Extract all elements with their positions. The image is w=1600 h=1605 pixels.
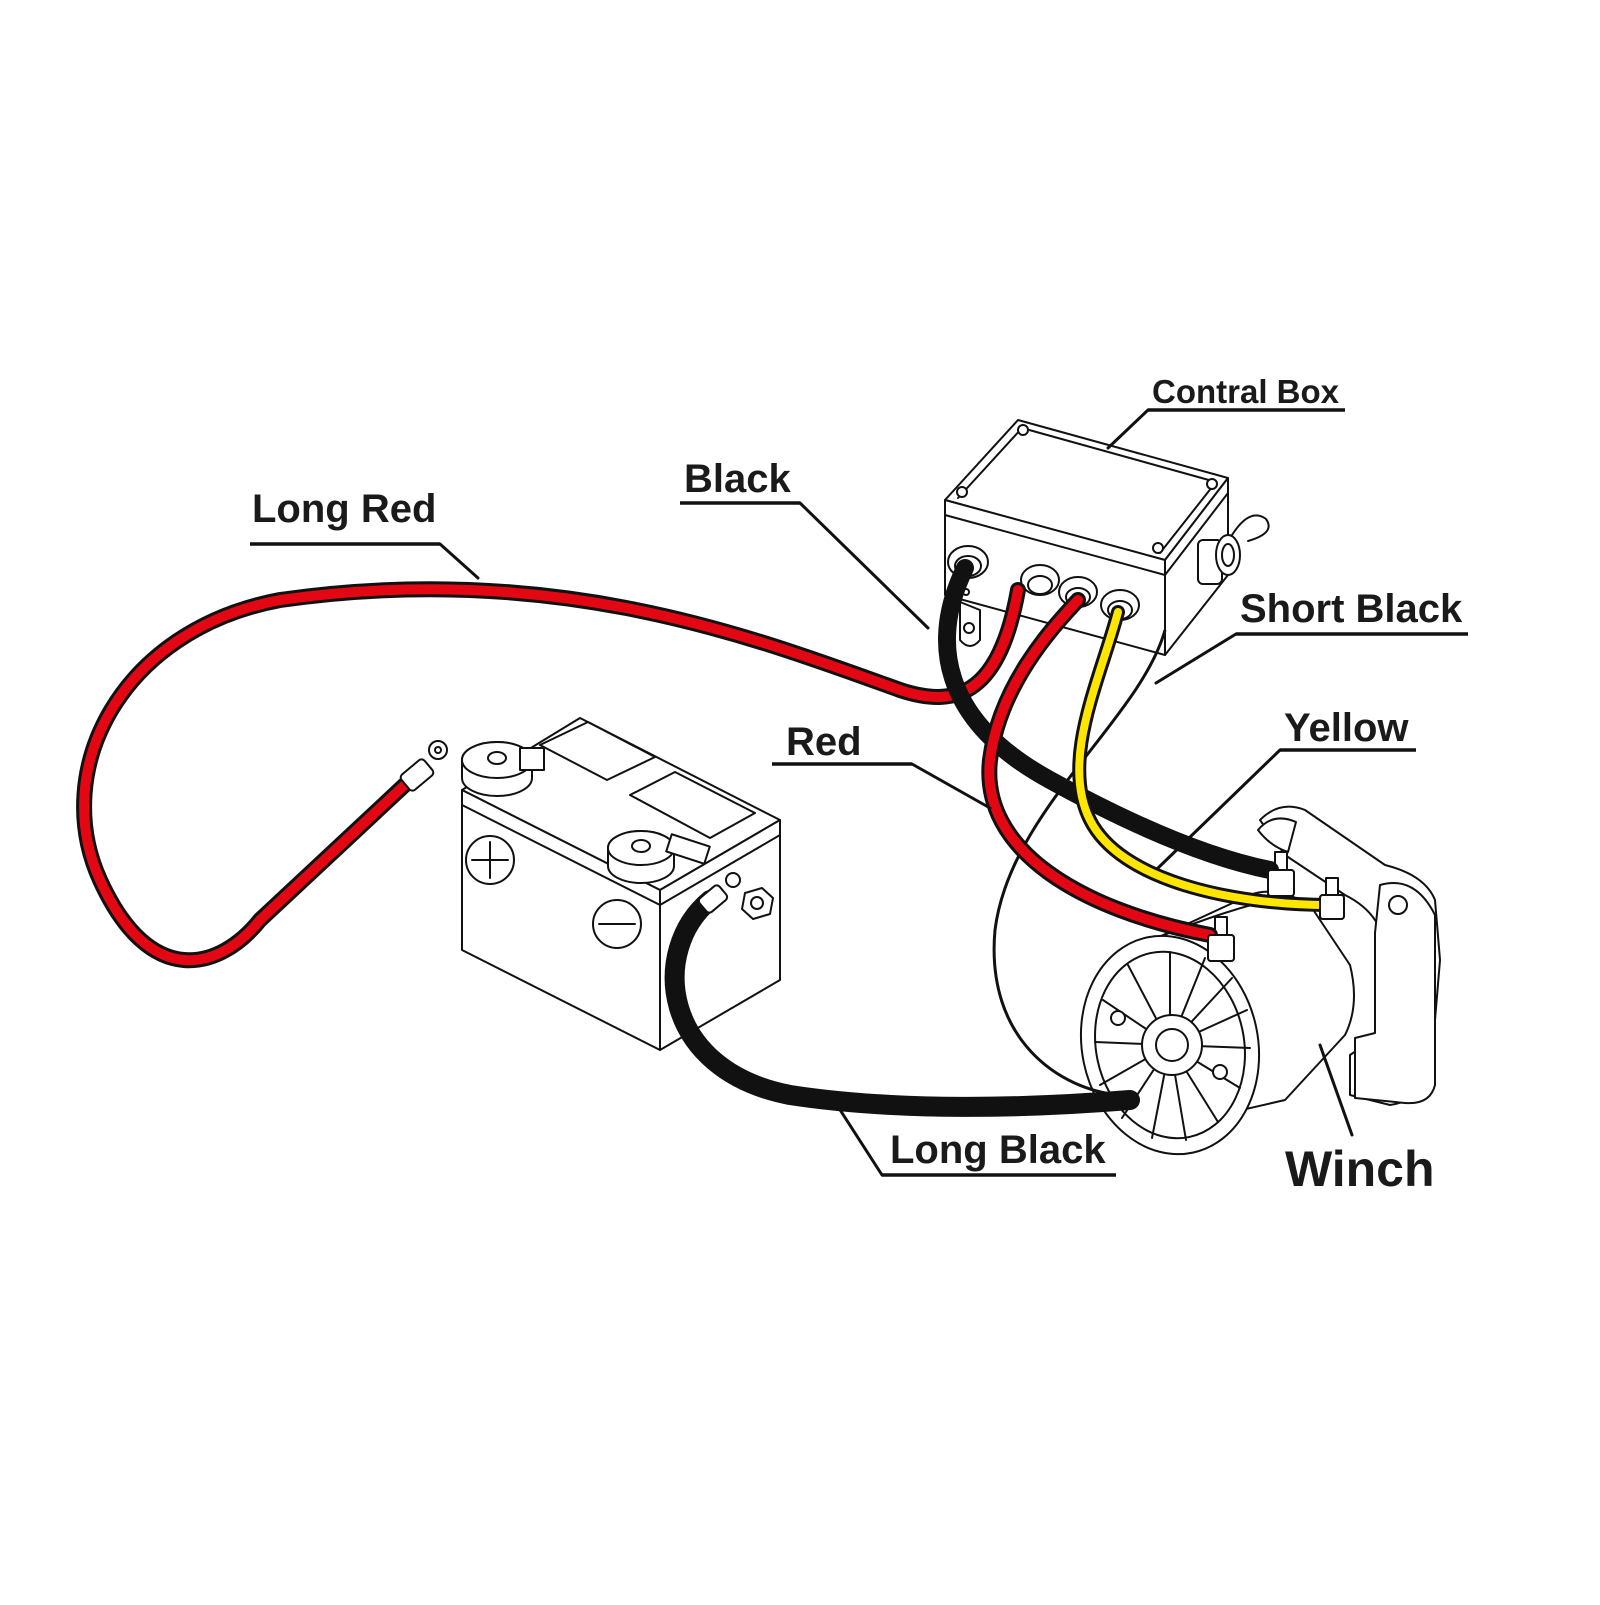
long-red-cable [76,581,1026,969]
battery-positive-terminal [461,741,545,797]
remote-socket [1197,514,1270,585]
label-long-black: Long Black [890,1128,1106,1172]
long-black-cable [664,884,1140,1117]
yellow-cable [1072,605,1337,912]
cable-gland-2 [1020,564,1060,596]
control-box [944,419,1270,656]
label-control-box: Contral Box [1152,373,1340,410]
label-long-red: Long Red [252,487,437,531]
battery [461,717,781,1051]
short-black-cable [992,629,1167,1097]
label-yellow: Yellow [1284,706,1409,750]
leader-lines [250,408,1468,1177]
battery-negative-terminal [607,830,741,888]
label-short-black: Short Black [1240,587,1463,631]
battery-side-nut [741,887,774,920]
black-cable [938,559,1279,879]
label-red: Red [786,720,862,764]
label-winch: Winch [1285,1141,1435,1197]
label-black: Black [684,457,791,501]
red-cable [981,592,1218,943]
battery-plus-icon [465,835,515,885]
battery-minus-icon [592,899,642,949]
